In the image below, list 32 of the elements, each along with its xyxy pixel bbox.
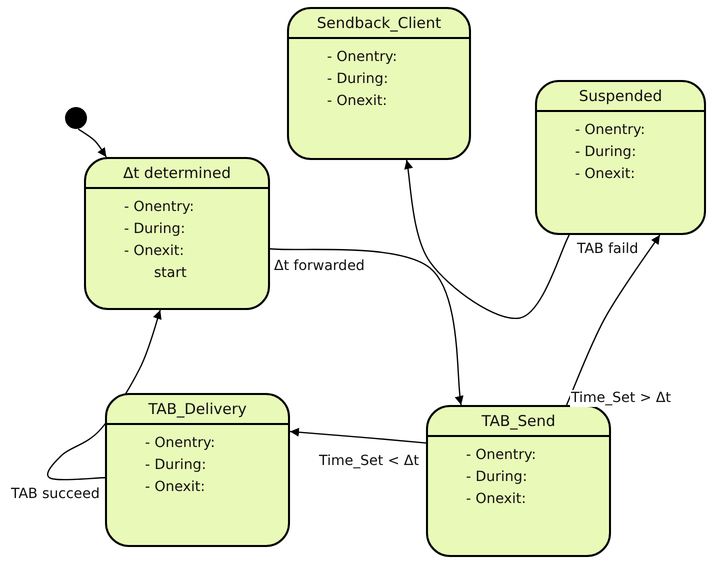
state-action: - During:: [327, 70, 390, 89]
transition-arrow: [270, 248, 464, 406]
state-action: - Onexit:: [327, 92, 388, 111]
state-action: start: [153, 264, 188, 283]
state-action: - During:: [124, 220, 186, 239]
state-name: Δt determined: [86, 159, 268, 189]
state-box: [287, 7, 471, 160]
state-action: - Onexit:: [466, 490, 528, 509]
state-box: [535, 80, 706, 235]
state-box: [84, 157, 270, 310]
transition-arrow: [566, 234, 660, 406]
state-action: - Onexit:: [124, 242, 186, 261]
state-name: TAB_Delivery: [107, 395, 288, 425]
state-name: Sendback_Client: [289, 9, 469, 39]
state-action: - During:: [145, 456, 208, 475]
state-box: [105, 393, 290, 547]
state-action: - Onentry:: [124, 198, 196, 217]
edge-label: Time_Set < Δt: [318, 453, 420, 470]
state-action: - Onexit:: [575, 165, 636, 184]
edge-label: Time_Set > Δt: [570, 390, 672, 407]
state-action: - Onentry:: [466, 446, 538, 465]
state-action: - During:: [575, 143, 638, 162]
state-action: - Onexit:: [145, 478, 206, 497]
state-action: - Onentry:: [327, 48, 398, 67]
state-action: - Onentry:: [575, 121, 646, 140]
state-action: - During:: [466, 468, 528, 487]
transition-arrow: [290, 428, 426, 444]
transition-arrow: [404, 160, 570, 319]
state-name: Suspended: [537, 82, 704, 112]
state-box: [426, 405, 611, 557]
transition-arrow: [78, 128, 107, 158]
state-action: - Onentry:: [145, 434, 216, 453]
